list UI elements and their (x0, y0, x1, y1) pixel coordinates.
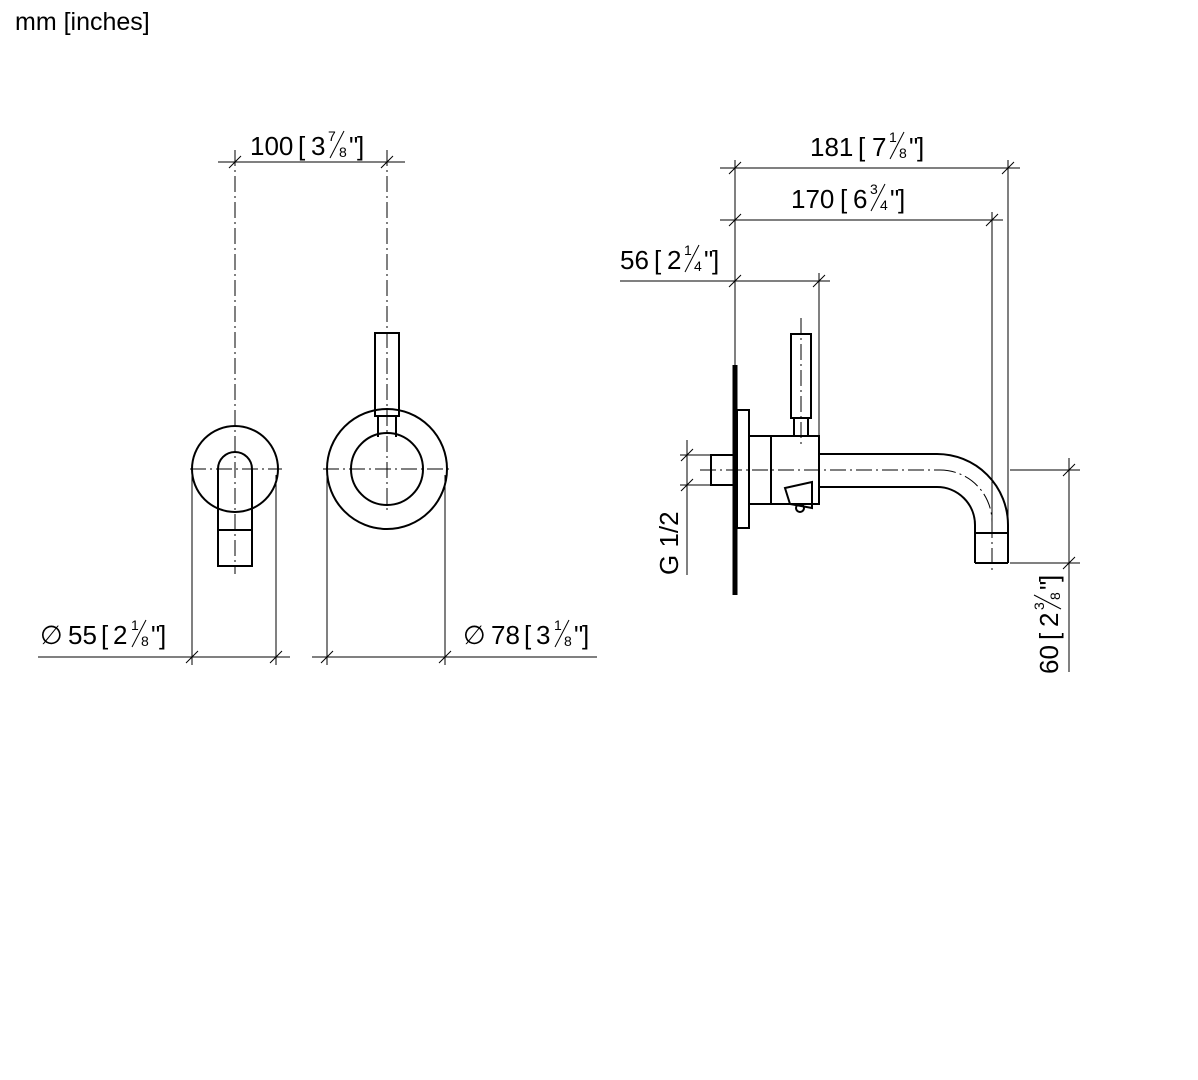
side-view (700, 318, 1009, 595)
svg-text:": " (1034, 581, 1064, 590)
svg-text:6: 6 (853, 184, 867, 214)
svg-text:[: [ (524, 620, 532, 650)
svg-text:3: 3 (536, 620, 550, 650)
svg-text:2: 2 (667, 245, 681, 275)
svg-text:4: 4 (880, 197, 888, 213)
front-view-handle-rosette (323, 150, 452, 530)
svg-text:1: 1 (554, 617, 562, 633)
front-view-spout-rosette (190, 150, 282, 574)
dimension-181: 181 [ 7 1 8 " ] (720, 129, 1020, 533)
svg-text:": " (890, 184, 899, 214)
svg-text:3: 3 (870, 181, 878, 197)
dim-55-mm: 55 (68, 620, 97, 650)
svg-text:]: ] (1034, 575, 1064, 582)
thread-dimension: G 1/2 (654, 440, 711, 575)
svg-text:[: [ (1034, 632, 1064, 640)
svg-text:8: 8 (564, 633, 572, 649)
svg-text:": " (574, 620, 583, 650)
dim-56-mm: 56 (620, 245, 649, 275)
svg-text:[: [ (858, 132, 866, 162)
svg-text:2: 2 (1034, 613, 1064, 627)
svg-text:∅: ∅ (463, 620, 486, 650)
svg-text:[: [ (840, 184, 848, 214)
svg-text:]: ] (898, 184, 905, 214)
dim-78-mm: 78 (491, 620, 520, 650)
svg-text:8: 8 (1047, 592, 1063, 600)
svg-text:8: 8 (141, 633, 149, 649)
dimension-diameter-78: ∅ 78 [ 3 1 8 " ] (312, 475, 597, 665)
units-label: mm [inches] (15, 8, 150, 36)
svg-text:7: 7 (872, 132, 886, 162)
svg-text:8: 8 (339, 144, 347, 160)
svg-text:": " (151, 620, 160, 650)
svg-text:3: 3 (1031, 602, 1047, 610)
dimension-60: 60 [ 2 3 8 " ] (1010, 458, 1080, 674)
svg-text:]: ] (159, 620, 166, 650)
thread-label: G 1/2 (654, 511, 684, 575)
dim-100-whole: 3 (311, 131, 325, 161)
svg-text:4: 4 (694, 258, 702, 274)
dimension-56: 56 [ 2 1 4 " ] (620, 242, 830, 436)
svg-text:": " (349, 131, 358, 161)
dim-60-mm: 60 (1034, 645, 1064, 674)
dimension-diameter-55: ∅ 55 [ 2 1 8 " ] (38, 475, 290, 665)
svg-text:2: 2 (113, 620, 127, 650)
dimension-170: 170 [ 6 3 4 " ] (720, 181, 1003, 522)
svg-text:]: ] (357, 131, 364, 161)
svg-text:]: ] (712, 245, 719, 275)
svg-text:]: ] (917, 132, 924, 162)
svg-text:[: [ (298, 131, 306, 161)
svg-text:]: ] (582, 620, 589, 650)
svg-text:[: [ (101, 620, 109, 650)
svg-text:1: 1 (889, 129, 897, 145)
svg-text:7: 7 (328, 128, 336, 144)
svg-text:": " (704, 245, 713, 275)
dimension-100: 100 [ 3 7 8 " ] (218, 128, 405, 169)
dim-100-mm: 100 (250, 131, 293, 161)
svg-text:1: 1 (684, 242, 692, 258)
svg-text:": " (909, 132, 918, 162)
svg-text:[: [ (654, 245, 662, 275)
dim-170-mm: 170 (791, 184, 834, 214)
svg-text:1: 1 (131, 617, 139, 633)
svg-text:∅: ∅ (40, 620, 63, 650)
svg-text:8: 8 (899, 145, 907, 161)
dim-181-mm: 181 (810, 132, 853, 162)
